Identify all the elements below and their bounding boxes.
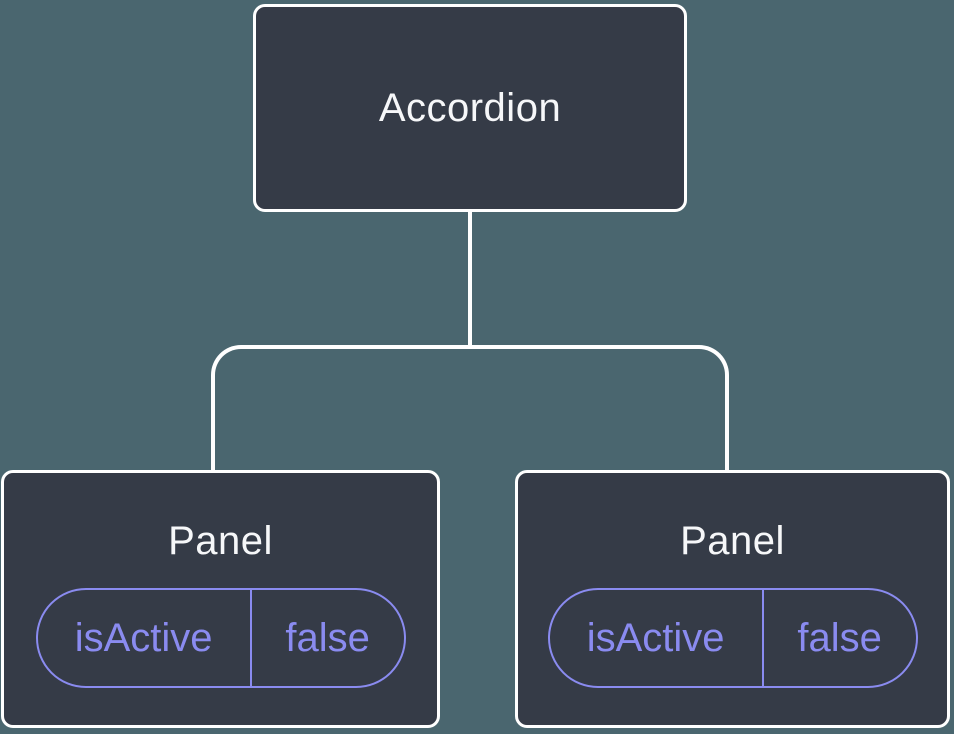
state-name: isActive — [74, 615, 213, 660]
root-node-label: Accordion — [378, 85, 562, 130]
state-value: false — [761, 590, 916, 686]
connector-stem-line — [468, 212, 472, 349]
panel-right-label: Panel — [680, 519, 785, 563]
state-pill-left: isActive false — [35, 588, 406, 688]
state-value: false — [249, 590, 404, 686]
panel-left-label: Panel — [168, 519, 273, 563]
connector-bracket-line — [211, 345, 729, 470]
tree-node-panel-right: Panel isActive false — [515, 470, 950, 728]
state-name: isActive — [586, 615, 725, 660]
state-pill-right: isActive false — [547, 588, 918, 688]
tree-node-root: Accordion — [253, 4, 687, 212]
tree-node-panel-left: Panel isActive false — [1, 470, 440, 728]
